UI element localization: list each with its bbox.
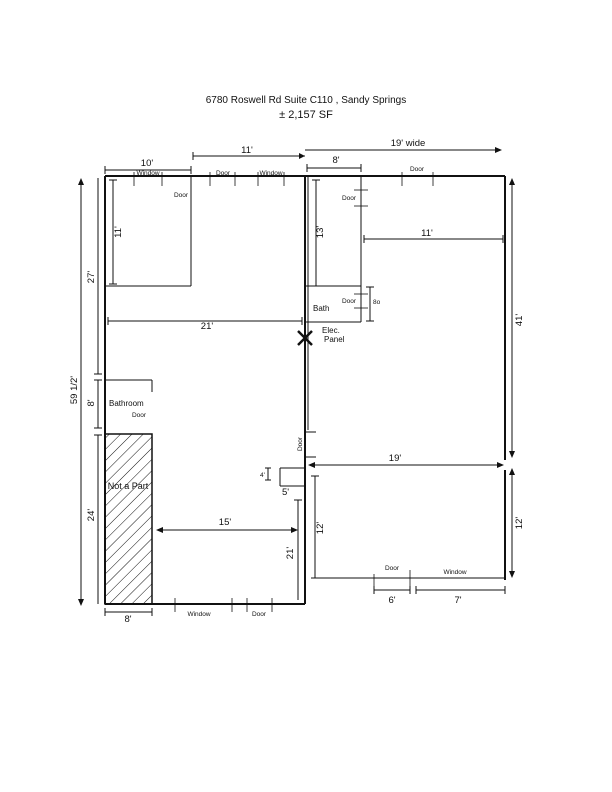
label-door-lower-right: Door [385,565,400,572]
dim-top-mid-width: 11' [241,145,253,156]
not-a-part-area [104,433,153,605]
label-door-bottom: Door [252,611,267,618]
address-title: 6780 Roswell Rd Suite C110 , Sandy Sprin… [206,95,406,106]
dimension-lines [78,147,515,616]
dim-left-wall-upper: 27' [86,271,97,284]
elec-panel-label-2: Panel [324,335,345,344]
dim-step-small: 4' [260,472,265,479]
bottom-wall-openings [174,570,411,612]
label-door-center: Door [297,436,304,451]
label-window-lower-right: Window [443,569,466,576]
dim-left-wall-lower: 24' [86,509,97,522]
dim-left-span: 21' [201,321,214,332]
label-window-top-mid: Window [259,170,282,177]
label-door-upper-mid-room: Door [342,195,357,202]
label-door-bathroom: Door [132,412,147,419]
dim-upper-room-height: 13' [315,226,326,239]
label-door-top-left-room: Door [174,192,189,199]
label-door-top-mid: Door [216,170,231,177]
label-door-bath: Door [342,298,357,305]
label-window-bottom: Window [187,611,210,618]
dim-full-height: 59 1/2' [69,376,80,404]
top-wall-openings [133,172,434,186]
dim-mid-span: 15' [219,517,232,528]
center-jog [279,431,316,487]
elec-panel-label-1: Elec. [322,326,340,335]
dim-right-span-mid: 19' [389,453,402,464]
electrical-panel-icon [297,330,313,346]
dim-upper-mid-width: 8' [332,155,339,166]
dim-right-lower: 12' [514,517,525,530]
walls [104,175,506,605]
dim-step-five: 5' [282,487,289,498]
dim-lower-col-height: 21' [285,547,296,560]
dim-right-height: 41' [514,314,525,327]
bathroom-left [105,379,153,435]
dim-bath-door-size: 8o [373,299,381,306]
label-window-top-left: Window [136,170,159,177]
upper-middle-room [305,176,368,323]
dim-right-wide: 19' wide [391,138,426,149]
dim-bottom-left: 8' [124,614,131,625]
dim-lower-room-height: 12' [315,522,326,535]
label-bathroom: Bathroom [109,399,144,408]
area-total: ± 2,157 SF [279,109,333,121]
dim-window-width: 7' [454,595,461,606]
dim-door-width: 6' [388,595,395,606]
left-upper-room [105,176,192,287]
dim-left-room-height: 11' [113,226,124,238]
dim-left-wall-mid: 8' [86,399,97,406]
label-door-top-right: Door [410,166,425,173]
dim-top-left-width: 10' [141,158,154,169]
label-bath: Bath [313,304,329,313]
dim-right-span-upper: 11' [421,228,433,239]
not-a-part-label: Not a Part [108,481,149,491]
